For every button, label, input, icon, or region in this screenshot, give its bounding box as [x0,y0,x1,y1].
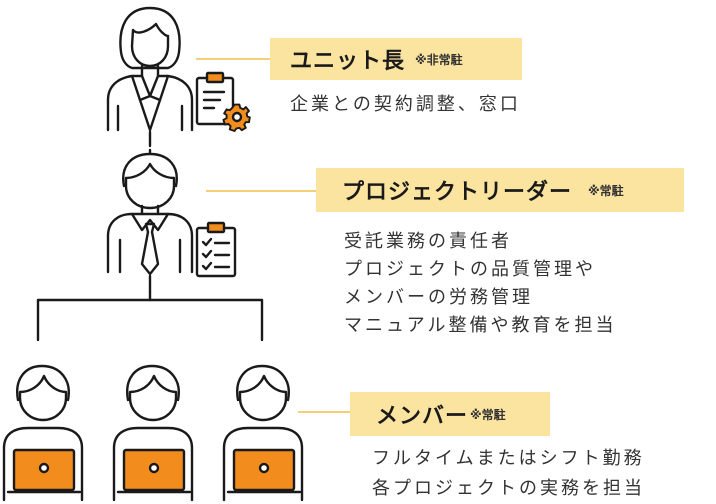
desc-line: 受託業務の責任者 [344,231,512,252]
desc-line: 各プロジェクトの実務を担当 [372,478,645,499]
member-connector [298,411,354,413]
member-figure-1 [2,364,84,502]
unit-chief-label: ユニット長 ※非常駐 [270,38,522,80]
project-leader-figure [106,148,194,294]
member-figure-2 [112,364,194,502]
project-leader-note: ※常駐 [588,183,624,198]
unit-chief-connector [196,58,272,60]
member-label: メンバー ※常駐 [350,392,550,436]
member-desc: フルタイムまたはシフト勤務 各プロジェクトの実務を担当 [372,444,645,504]
desc-line: フルタイムまたはシフト勤務 [372,448,645,469]
desc-line: 企業との契約調整、窓口 [290,94,521,115]
unit-chief-desc: 企業との契約調整、窓口 [290,92,521,118]
org-bracket [36,290,264,342]
member-title: メンバー [376,404,469,429]
desc-line: メンバーの労務管理 [344,287,533,308]
project-leader-desc: 受託業務の責任者 プロジェクトの品質管理や メンバーの労務管理 マニュアル整備や… [344,228,616,340]
clipboard-checklist-icon [195,221,237,278]
clipboard-gear-icon [195,71,251,132]
member-note: ※常駐 [470,407,506,422]
desc-line: プロジェクトの品質管理や [344,259,596,280]
unit-chief-title: ユニット長 [290,49,406,74]
unit-chief-note: ※非常駐 [415,52,463,67]
member-figure-3 [222,364,304,502]
project-leader-title: プロジェクトリーダー [342,180,573,205]
project-leader-label: プロジェクトリーダー ※常駐 [316,168,684,212]
project-leader-connector [206,190,320,192]
unit-chief-figure [106,6,194,148]
desc-line: マニュアル整備や教育を担当 [344,315,617,336]
